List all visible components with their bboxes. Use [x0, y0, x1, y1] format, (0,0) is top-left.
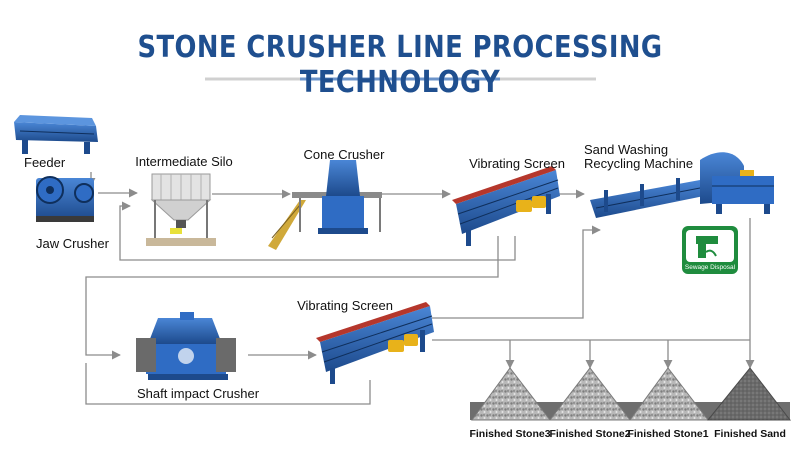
- product-piles: [470, 367, 792, 421]
- flow-screen-to-shaft-crusher: [85, 236, 499, 360]
- drain-pipe-icon: [696, 236, 718, 258]
- flow-lines: [85, 172, 755, 405]
- label-vibrating-screen-1: Vibrating Screen: [469, 156, 565, 171]
- label-finished-stone1: Finished Stone1: [627, 428, 709, 440]
- vibrating-screen-2-machine: [316, 302, 434, 384]
- flow-screen2-to-washer: [432, 225, 601, 319]
- flow-return-to-silo: [119, 201, 516, 261]
- label-cone-crusher: Cone Crusher: [303, 147, 385, 162]
- label-feeder: Feeder: [24, 155, 66, 170]
- cone-crusher-machine: [268, 160, 382, 250]
- label-sewage-disposal: Sewage Disposal: [684, 264, 736, 271]
- vibrating-screen-1-machine: [452, 166, 560, 246]
- jaw-crusher-machine: [36, 176, 94, 222]
- pile-finished-stone2: [548, 367, 632, 421]
- label-finished-stone3: Finished Stone3: [469, 428, 551, 440]
- pile-finished-sand: [706, 367, 792, 421]
- pile-finished-stone1: [629, 367, 710, 421]
- feeder-machine: [14, 115, 98, 154]
- label-finished-sand: Finished Sand: [714, 428, 786, 440]
- pile-finished-stone3: [471, 367, 552, 421]
- sewage-disposal-badge: [682, 226, 738, 274]
- label-shaft-impact-crusher: Shaft impact Crusher: [136, 386, 260, 401]
- shaft-impact-crusher-machine: [136, 312, 236, 380]
- sand-washing-machine: [590, 152, 774, 218]
- page-title: STONE CRUSHER LINE PROCESSING TECHNOLOGY: [137, 30, 663, 100]
- flow-screen2-return: [85, 363, 371, 405]
- label-sand-washing-line2: Recycling Machine: [584, 156, 694, 171]
- label-intermediate-silo: Intermediate Silo: [135, 154, 233, 169]
- label-vibrating-screen-2: Vibrating Screen: [297, 298, 393, 313]
- pile-base: [470, 402, 790, 420]
- label-sand-washing: Sand Washing Recycling Machine: [584, 143, 693, 171]
- label-sand-washing-line1: Sand Washing: [584, 142, 669, 157]
- intermediate-silo-machine: [146, 173, 216, 246]
- label-finished-stone2: Finished Stone2: [549, 428, 631, 440]
- label-jaw-crusher: Jaw Crusher: [36, 236, 109, 251]
